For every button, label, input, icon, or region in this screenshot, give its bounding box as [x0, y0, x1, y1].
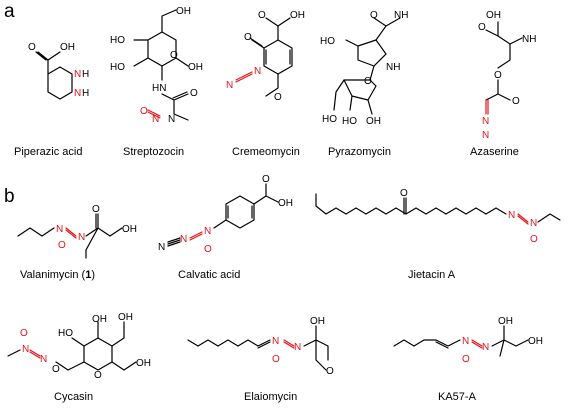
atom-h: H — [82, 69, 89, 80]
atom-o2-elai: O — [326, 366, 334, 377]
structure-pyrazomycin: NH O HO NH O HO HO OH Pyrazomycin — [320, 10, 408, 158]
caption-streptozocin: Streptozocin — [123, 146, 184, 158]
atom-ho-pyrazo: HO — [320, 36, 335, 47]
atom-oh-calv: OH — [278, 198, 293, 209]
atom-n2-calv: N — [180, 234, 187, 245]
atom-ho2-pyrazo: HO — [322, 114, 337, 125]
atom-o-ka57: O — [462, 354, 470, 365]
atom-o-pyrazo: O — [370, 10, 378, 21]
structure-elaiomycin: N N O OH O Elaiomycin — [187, 316, 334, 403]
caption-cremeomycin: Cremeomycin — [232, 146, 300, 158]
atom-n2-ka57: N — [482, 342, 489, 353]
atom-ho3-pyrazo: HO — [342, 116, 357, 127]
atom-n2-elai: N — [294, 342, 301, 353]
atom-ho2-streptozocin: HO — [110, 62, 125, 73]
atom-o2-calv: O — [204, 244, 212, 255]
structure-cremeomycin: O OH O N N O Cremeomycin — [226, 10, 305, 158]
structure-valanimycin: N N O O OH Valanimycin (1) — [17, 204, 137, 281]
atom-oh-cyc: OH — [92, 314, 107, 325]
atom-oh-aza: O — [478, 22, 486, 33]
atom-o-carbonyl: O — [190, 88, 198, 99]
atom-o-elai: O — [272, 354, 280, 365]
atom-o3-cremeo: O — [274, 92, 282, 103]
atom-o-jiet: O — [400, 188, 408, 199]
atom-o-cyc: O — [94, 370, 102, 381]
atom-oh-ka57: OH — [498, 316, 513, 327]
atom-o-aza: O — [494, 70, 502, 81]
structure-cycasin: OH OH HO OH O O N N O Cycasin — [7, 312, 151, 403]
atom-o-vala: O — [58, 240, 66, 251]
caption-pyrazomycin: Pyrazomycin — [328, 146, 391, 158]
atom-oh2-aza: OH — [486, 10, 501, 21]
atom-n-streptozocin: N — [168, 114, 175, 125]
atom-n-vala: N — [56, 224, 63, 235]
atom-ho-cyc: HO — [58, 328, 73, 339]
atom-o-ring: O — [170, 50, 178, 61]
atom-nh2-pyrazo: NH — [394, 10, 408, 21]
atom-n-jiet: N — [508, 210, 515, 221]
caption-jietacin-a: Jietacin A — [408, 269, 456, 281]
caption-elaiomycin: Elaiomycin — [244, 391, 297, 403]
atom-o-calv: O — [262, 174, 270, 185]
caption-ka57-a: KA57-A — [438, 391, 477, 403]
structure-streptozocin: OH HO O HO OH HN O N O N Streptozocin — [110, 6, 203, 158]
atom-o: O — [28, 42, 36, 53]
atom-n-nitroso: N — [152, 114, 159, 125]
atom-oh-elai: OH — [310, 316, 325, 327]
atom-n-aza: N — [482, 116, 489, 127]
atom-nh2-aza: NH — [522, 34, 536, 45]
atom-n-calv: N — [204, 226, 211, 237]
atom-n2-jiet: N — [530, 218, 537, 229]
atom-oh-vala: OH — [122, 224, 137, 235]
caption-azaserine: Azaserine — [470, 146, 519, 158]
atom-oh3-cyc: OH — [136, 358, 151, 369]
atom-nh: N — [74, 69, 81, 80]
atom-o-cremeo: O — [258, 10, 266, 21]
atom-oh-pyrazo: OH — [366, 116, 381, 127]
structure-jietacin-a: O N N O Jietacin A — [315, 188, 561, 281]
atom-n2-aza: N — [482, 130, 489, 141]
atom-hn-pyrazo: NH — [386, 62, 400, 73]
atom-oh-streptozocin: OH — [176, 6, 191, 17]
atom-n-cyc: N — [22, 344, 29, 355]
atom-n2-cremeo: N — [226, 80, 233, 91]
panel-label-b: b — [4, 186, 15, 207]
atom-o-nitroso: O — [140, 106, 148, 117]
atom-hn-streptozocin: HN — [152, 83, 166, 94]
atom-o2-jiet: O — [530, 234, 538, 245]
atom-o2-cremeo: O — [244, 32, 252, 43]
atom-oh2-streptozocin: OH — [188, 62, 203, 73]
atom-oh: OH — [60, 42, 75, 53]
atom-oh-cremeo: OH — [290, 10, 305, 21]
atom-o2-aza: O — [512, 96, 520, 107]
structure-piperazic-acid: O OH N H N H Piperazic acid — [14, 42, 89, 158]
atom-o3-cyc: O — [20, 328, 28, 339]
structure-ka57-a: N N O OH OH KA57-A — [393, 316, 543, 403]
atom-oh2-cyc: OH — [118, 312, 133, 323]
atom-n-elai: N — [272, 336, 279, 347]
atom-n-cremeo: N — [254, 66, 261, 77]
caption-cycasin: Cycasin — [54, 391, 93, 403]
caption-valanimycin: Valanimycin (1) — [20, 269, 95, 281]
atom-n2-vala: N — [78, 232, 85, 243]
atom-o-furan: O — [364, 76, 372, 87]
structure-azaserine: O OH NH O O N N Azaserine — [470, 10, 536, 158]
atom-ho-streptozocin: HO — [110, 35, 125, 46]
atom-h2: H — [82, 88, 89, 99]
caption-piperazic-acid: Piperazic acid — [14, 146, 82, 158]
atom-n2-cyc: N — [40, 354, 47, 365]
atom-n: N — [74, 88, 81, 99]
atom-o2-cyc: O — [52, 364, 60, 375]
panel-label-a: a — [4, 1, 15, 22]
atom-n3-calv: N — [158, 242, 165, 253]
atom-o2-vala: O — [92, 204, 100, 215]
atom-oh2-ka57: OH — [528, 336, 543, 347]
structure-calvatic-acid: O OH N N N O Calvatic acid — [158, 174, 293, 281]
atom-n-ka57: N — [462, 336, 469, 347]
caption-calvatic-acid: Calvatic acid — [178, 269, 240, 281]
